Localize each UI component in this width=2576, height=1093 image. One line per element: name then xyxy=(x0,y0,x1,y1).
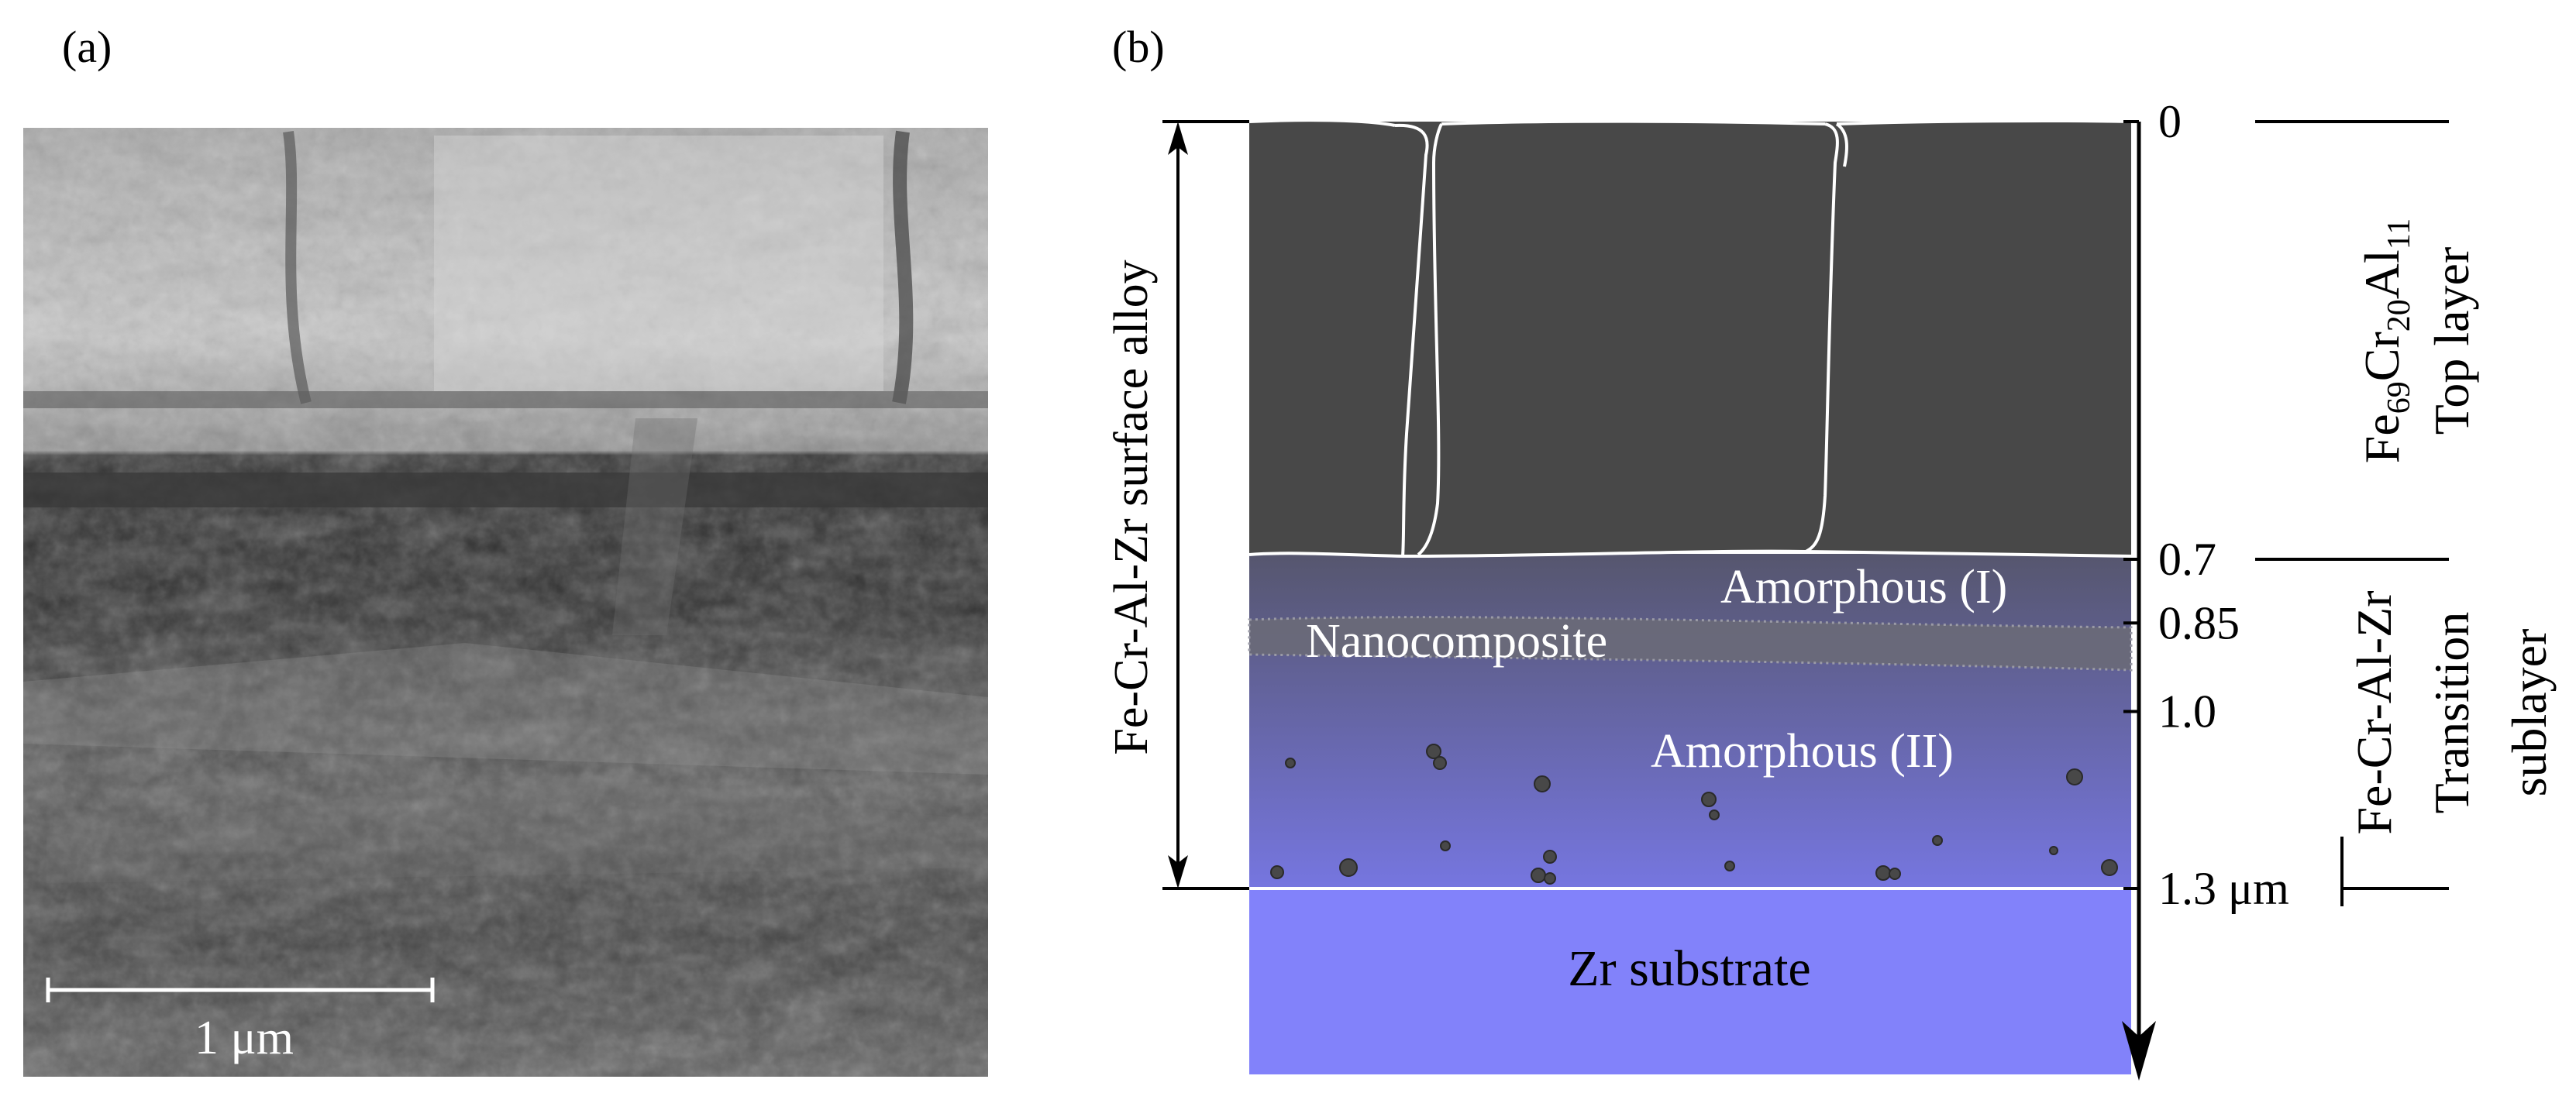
scale-bar: 1 μm xyxy=(46,978,435,1064)
formula-part-3: 20 xyxy=(2381,299,2417,332)
grain-boundaries xyxy=(1248,119,2132,559)
panel-b-label: (b) xyxy=(1112,22,1165,72)
depth-tick-label-2: 0.85 xyxy=(2158,597,2240,648)
top-layer-region xyxy=(1249,122,2131,556)
formula-part-1: 69 xyxy=(2381,381,2417,414)
transition-line1: Fe-Cr-Al-Zr xyxy=(2347,590,2402,834)
formula-part-2: Cr xyxy=(2354,332,2409,381)
formula-part-4: Al xyxy=(2354,249,2409,299)
depth-ticks: 0 0.7 0.85 1.0 1.3 μm xyxy=(2123,96,2289,914)
transition-line2: Transition xyxy=(2424,612,2479,814)
transition-line3: sublayer xyxy=(2502,629,2557,797)
panel-a-label: (a) xyxy=(62,22,112,72)
zr-substrate-region xyxy=(1249,888,2131,1074)
top-layer-name: Top layer xyxy=(2424,247,2479,435)
zr-substrate-label: Zr substrate xyxy=(1568,940,1810,997)
layer-schematic xyxy=(1248,119,2133,1074)
nanocomposite-band xyxy=(1248,616,2133,672)
top-layer-formula: Fe69Cr20Al11 xyxy=(2354,218,2417,463)
layer-annotations: Fe69Cr20Al11 Top layer Fe-Cr-Al-Zr Trans… xyxy=(2255,120,2557,906)
depth-tick-label-3: 1.0 xyxy=(2158,686,2216,737)
transition-sublayer-region xyxy=(1249,554,2131,888)
tem-micrograph xyxy=(23,128,988,1077)
nanocomposite-label: Nanocomposite xyxy=(1306,615,1607,668)
surface-alloy-label: Fe-Cr-Al-Zr surface alloy xyxy=(1105,260,1158,754)
formula-part-0: Fe xyxy=(2354,414,2409,463)
scale-bar-label: 1 μm xyxy=(195,1012,294,1064)
depth-tick-label-0: 0 xyxy=(2158,96,2182,147)
amorphous-1-label: Amorphous (I) xyxy=(1720,561,2007,614)
depth-tick-label-1: 0.7 xyxy=(2158,534,2216,585)
formula-part-5: 11 xyxy=(2381,218,2417,249)
amorphous-2-label: Amorphous (II) xyxy=(1651,725,1954,778)
surface-alloy-bracket: Fe-Cr-Al-Zr surface alloy xyxy=(1105,120,1249,890)
depth-axis xyxy=(2122,122,2156,1081)
depth-tick-label-4: 1.3 μm xyxy=(2158,863,2289,914)
precipitates xyxy=(1270,744,2118,885)
